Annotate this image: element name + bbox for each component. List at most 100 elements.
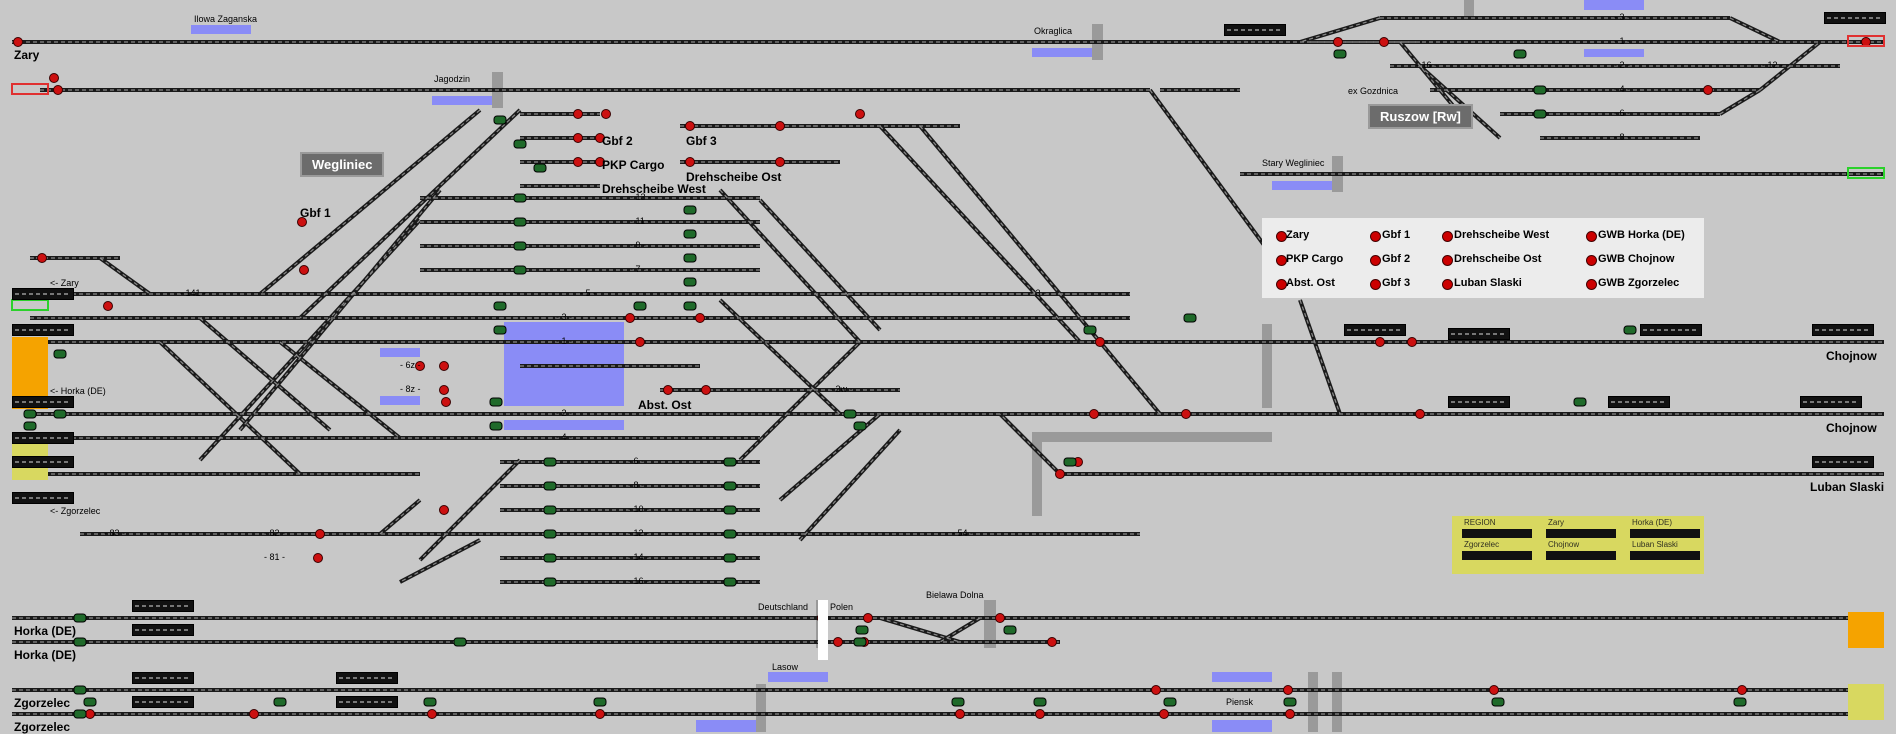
signal-head-icon[interactable] bbox=[853, 637, 867, 647]
signal-head-icon[interactable] bbox=[1183, 313, 1197, 323]
signal-icon[interactable] bbox=[1737, 685, 1747, 695]
region-bar[interactable] bbox=[1546, 551, 1616, 560]
signal-icon[interactable] bbox=[595, 157, 605, 167]
signal-head-icon[interactable] bbox=[543, 553, 557, 563]
signal-head-icon[interactable] bbox=[513, 217, 527, 227]
signal-icon[interactable] bbox=[573, 157, 583, 167]
signals[interactable] bbox=[13, 37, 1871, 719]
block-indicator[interactable] bbox=[1448, 328, 1510, 340]
signal-icon[interactable] bbox=[315, 529, 325, 539]
signal-icon[interactable] bbox=[1489, 685, 1499, 695]
signal-head-icon[interactable] bbox=[543, 457, 557, 467]
signal-icon[interactable] bbox=[1151, 685, 1161, 695]
signal-head-icon[interactable] bbox=[843, 409, 857, 419]
signal-icon[interactable] bbox=[1047, 637, 1057, 647]
signal-head-icon[interactable] bbox=[1513, 49, 1527, 59]
signal-head-icon[interactable] bbox=[1623, 325, 1637, 335]
signal-icon[interactable] bbox=[1283, 685, 1293, 695]
signal-head-icon[interactable] bbox=[853, 421, 867, 431]
signal-head-icon[interactable] bbox=[1573, 397, 1587, 407]
signal-icon[interactable] bbox=[103, 301, 113, 311]
signal-icon[interactable] bbox=[685, 121, 695, 131]
signal-head-icon[interactable] bbox=[273, 697, 287, 707]
signal-head-icon[interactable] bbox=[683, 205, 697, 215]
signal-head-icon[interactable] bbox=[683, 229, 697, 239]
signal-head-icon[interactable] bbox=[683, 301, 697, 311]
signal-head-icon[interactable] bbox=[683, 277, 697, 287]
signal-head-icon[interactable] bbox=[453, 637, 467, 647]
signal-head-icon[interactable] bbox=[1533, 109, 1547, 119]
signal-head-icon[interactable] bbox=[493, 325, 507, 335]
signal-icon[interactable] bbox=[573, 133, 583, 143]
station-button-wegliniec[interactable]: Wegliniec bbox=[300, 152, 385, 177]
signal-icon[interactable] bbox=[441, 397, 451, 407]
signal-icon[interactable] bbox=[635, 337, 645, 347]
signal-head-icon[interactable] bbox=[493, 301, 507, 311]
signal-head-icon[interactable] bbox=[513, 241, 527, 251]
signal-icon[interactable] bbox=[297, 217, 307, 227]
signal-icon[interactable] bbox=[625, 313, 635, 323]
signal-head-icon[interactable] bbox=[723, 577, 737, 587]
region-bar[interactable] bbox=[1630, 551, 1700, 560]
signal-icon[interactable] bbox=[1375, 337, 1385, 347]
block-indicator[interactable] bbox=[12, 324, 74, 336]
signal-icon[interactable] bbox=[439, 505, 449, 515]
signal-head-icon[interactable] bbox=[23, 421, 37, 431]
signal-head-icon[interactable] bbox=[1163, 697, 1177, 707]
signal-head-icon[interactable] bbox=[633, 301, 647, 311]
signal-head-icon[interactable] bbox=[23, 409, 37, 419]
signal-icon[interactable] bbox=[49, 73, 59, 83]
signal-icon[interactable] bbox=[955, 709, 965, 719]
signal-head-icon[interactable] bbox=[723, 553, 737, 563]
signal-icon[interactable] bbox=[855, 109, 865, 119]
block-indicator[interactable] bbox=[336, 696, 398, 708]
signal-head-icon[interactable] bbox=[513, 265, 527, 275]
block-indicator[interactable] bbox=[1224, 24, 1286, 36]
signal-icon[interactable] bbox=[1333, 37, 1343, 47]
block-indicator[interactable] bbox=[12, 396, 74, 408]
horka-right-panel[interactable] bbox=[1848, 612, 1884, 648]
block-indicator[interactable] bbox=[132, 696, 194, 708]
signal-head-icon[interactable] bbox=[855, 625, 869, 635]
signal-head-icon[interactable] bbox=[951, 697, 965, 707]
zary-right-marker[interactable] bbox=[1847, 35, 1885, 47]
signal-head-icon[interactable] bbox=[1003, 625, 1017, 635]
signal-head-icon[interactable] bbox=[543, 529, 557, 539]
signal-head-icon[interactable] bbox=[723, 529, 737, 539]
signal-icon[interactable] bbox=[1415, 409, 1425, 419]
signal-icon[interactable] bbox=[439, 385, 449, 395]
signal-head-icon[interactable] bbox=[593, 697, 607, 707]
signal-icon[interactable] bbox=[833, 637, 843, 647]
block-indicator[interactable] bbox=[12, 456, 74, 468]
signal-head-icon[interactable] bbox=[73, 685, 87, 695]
block-indicator[interactable] bbox=[1812, 324, 1874, 336]
signal-head-icon[interactable] bbox=[683, 253, 697, 263]
signal-head-icon[interactable] bbox=[533, 163, 547, 173]
signal-icon[interactable] bbox=[53, 85, 63, 95]
signal-icon[interactable] bbox=[1035, 709, 1045, 719]
signal-icon[interactable] bbox=[595, 133, 605, 143]
block-indicator[interactable] bbox=[132, 672, 194, 684]
signal-head-icon[interactable] bbox=[423, 697, 437, 707]
signal-icon[interactable] bbox=[601, 109, 611, 119]
block-indicator[interactable] bbox=[12, 432, 74, 444]
signal-head-icon[interactable] bbox=[493, 115, 507, 125]
signal-icon[interactable] bbox=[1285, 709, 1295, 719]
signal-icon[interactable] bbox=[427, 709, 437, 719]
signal-head-icon[interactable] bbox=[723, 457, 737, 467]
signal-head-icon[interactable] bbox=[513, 193, 527, 203]
signal-head-icon[interactable] bbox=[1033, 697, 1047, 707]
signal-head-icon[interactable] bbox=[543, 505, 557, 515]
signal-icon[interactable] bbox=[1407, 337, 1417, 347]
block-indicator[interactable] bbox=[132, 600, 194, 612]
signal-head-icon[interactable] bbox=[73, 613, 87, 623]
signal-icon[interactable] bbox=[573, 109, 583, 119]
block-indicator[interactable] bbox=[1800, 396, 1862, 408]
signal-head-icon[interactable] bbox=[53, 349, 67, 359]
signal-head-icon[interactable] bbox=[513, 139, 527, 149]
signal-icon[interactable] bbox=[995, 613, 1005, 623]
signal-icon[interactable] bbox=[863, 613, 873, 623]
signal-icon[interactable] bbox=[313, 553, 323, 563]
region-panel[interactable]: REGION Zary Horka (DE) Zgorzelec Chojnow… bbox=[1452, 516, 1704, 574]
